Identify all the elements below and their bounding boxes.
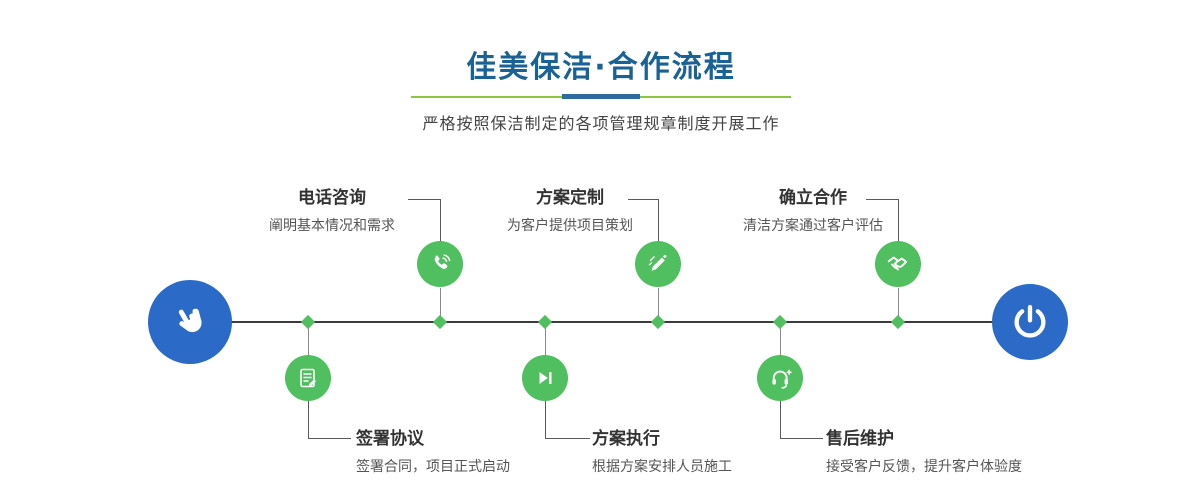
step-node-cooperation xyxy=(875,241,921,287)
play-icon xyxy=(534,367,556,389)
label-connector xyxy=(628,199,659,242)
step-desc: 接受客户反馈，提升客户体验度 xyxy=(826,459,1022,476)
headset-icon xyxy=(768,366,793,391)
step-label: 方案定制 为客户提供项目策划 xyxy=(490,188,650,236)
power-icon xyxy=(1010,302,1050,342)
divider-blue-segment xyxy=(562,94,640,99)
step-title: 方案定制 xyxy=(536,188,604,208)
node-stem xyxy=(898,288,899,321)
handshake-icon xyxy=(885,251,911,277)
timeline-diamond xyxy=(300,314,316,330)
node-stem xyxy=(658,288,659,321)
pen-icon xyxy=(646,252,670,276)
page-subtitle: 严格按照保洁制定的各项管理规章制度开展工作 xyxy=(422,114,780,133)
node-stem xyxy=(308,323,309,355)
timeline-start-node xyxy=(148,280,232,364)
timeline-diamond xyxy=(772,314,788,330)
page-title: 佳美保洁·合作流程 xyxy=(466,50,736,85)
step-node-aftersales xyxy=(757,355,803,401)
step-desc: 签署合同，项目正式启动 xyxy=(356,459,510,476)
step-desc: 清洁方案通过客户评估 xyxy=(743,218,883,235)
node-stem xyxy=(440,288,441,321)
step-title: 电话咨询 xyxy=(298,188,366,208)
step-label: 方案执行 根据方案安排人员施工 xyxy=(592,429,732,477)
timeline-line xyxy=(190,321,1032,323)
step-desc: 阐明基本情况和需求 xyxy=(269,218,395,235)
timeline-diamond xyxy=(650,314,666,330)
label-connector xyxy=(780,401,823,439)
pointing-hand-icon xyxy=(169,301,211,343)
step-desc: 为客户提供项目策划 xyxy=(507,218,633,235)
step-node-agreement xyxy=(285,355,331,401)
step-label: 电话咨询 阐明基本情况和需求 xyxy=(252,188,412,236)
node-stem xyxy=(780,323,781,355)
step-label: 签署协议 签署合同，项目正式启动 xyxy=(356,429,510,477)
title-divider xyxy=(411,94,791,99)
phone-icon xyxy=(428,252,453,277)
timeline-diamond xyxy=(890,314,906,330)
step-label: 确立合作 清洁方案通过客户评估 xyxy=(728,188,898,236)
step-title: 确立合作 xyxy=(779,188,847,208)
timeline-diamond xyxy=(537,314,553,330)
step-title: 签署协议 xyxy=(356,429,424,449)
timeline-diamond xyxy=(432,314,448,330)
label-connector xyxy=(866,199,899,242)
step-node-phone xyxy=(417,241,463,287)
node-stem xyxy=(545,323,546,355)
label-connector xyxy=(308,401,351,439)
timeline-end-node xyxy=(992,284,1068,360)
step-node-plan xyxy=(635,241,681,287)
step-desc: 根据方案安排人员施工 xyxy=(592,459,732,476)
label-connector xyxy=(408,199,441,242)
step-node-execution xyxy=(522,355,568,401)
label-connector xyxy=(545,401,590,439)
contract-icon xyxy=(296,366,320,390)
step-title: 方案执行 xyxy=(592,429,660,449)
step-title: 售后维护 xyxy=(826,429,894,449)
step-label: 售后维护 接受客户反馈，提升客户体验度 xyxy=(826,429,1022,477)
